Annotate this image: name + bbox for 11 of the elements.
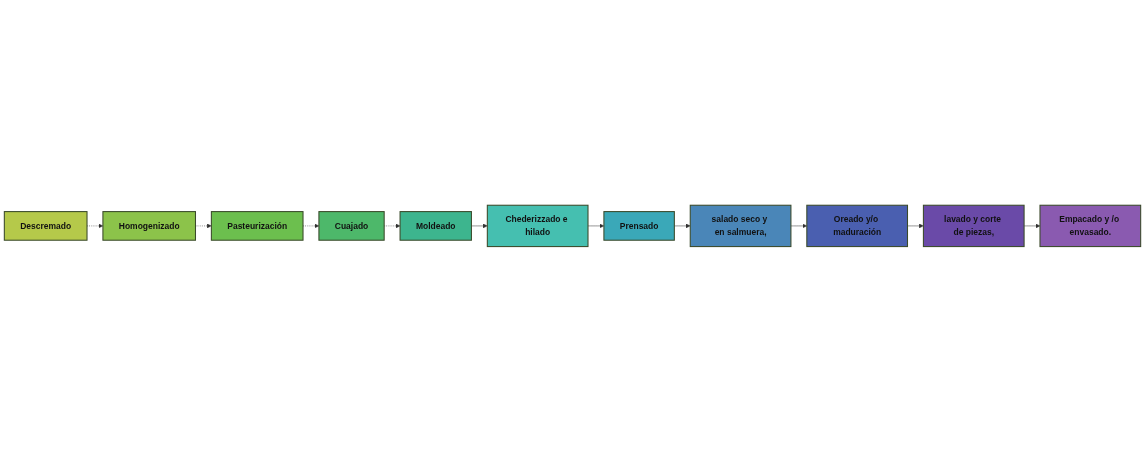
node-box: Pasteurización [210, 210, 304, 241]
node-box: Homogenizado [102, 210, 196, 241]
node-box: Empacado y /o envasado. [1039, 204, 1142, 247]
node-box: Descremado [3, 210, 88, 241]
node-box: Oreado y/o maduración [806, 204, 909, 247]
node-box: Prensado [603, 210, 675, 241]
node-box: lavado y corte de piezas, [922, 204, 1025, 247]
node-box: salado seco y en salmuera, [689, 204, 792, 247]
node-box: Chederizzado e hilado [486, 204, 589, 247]
node-box: Cuajado [318, 210, 385, 241]
node-box: Moldeado [399, 210, 472, 241]
